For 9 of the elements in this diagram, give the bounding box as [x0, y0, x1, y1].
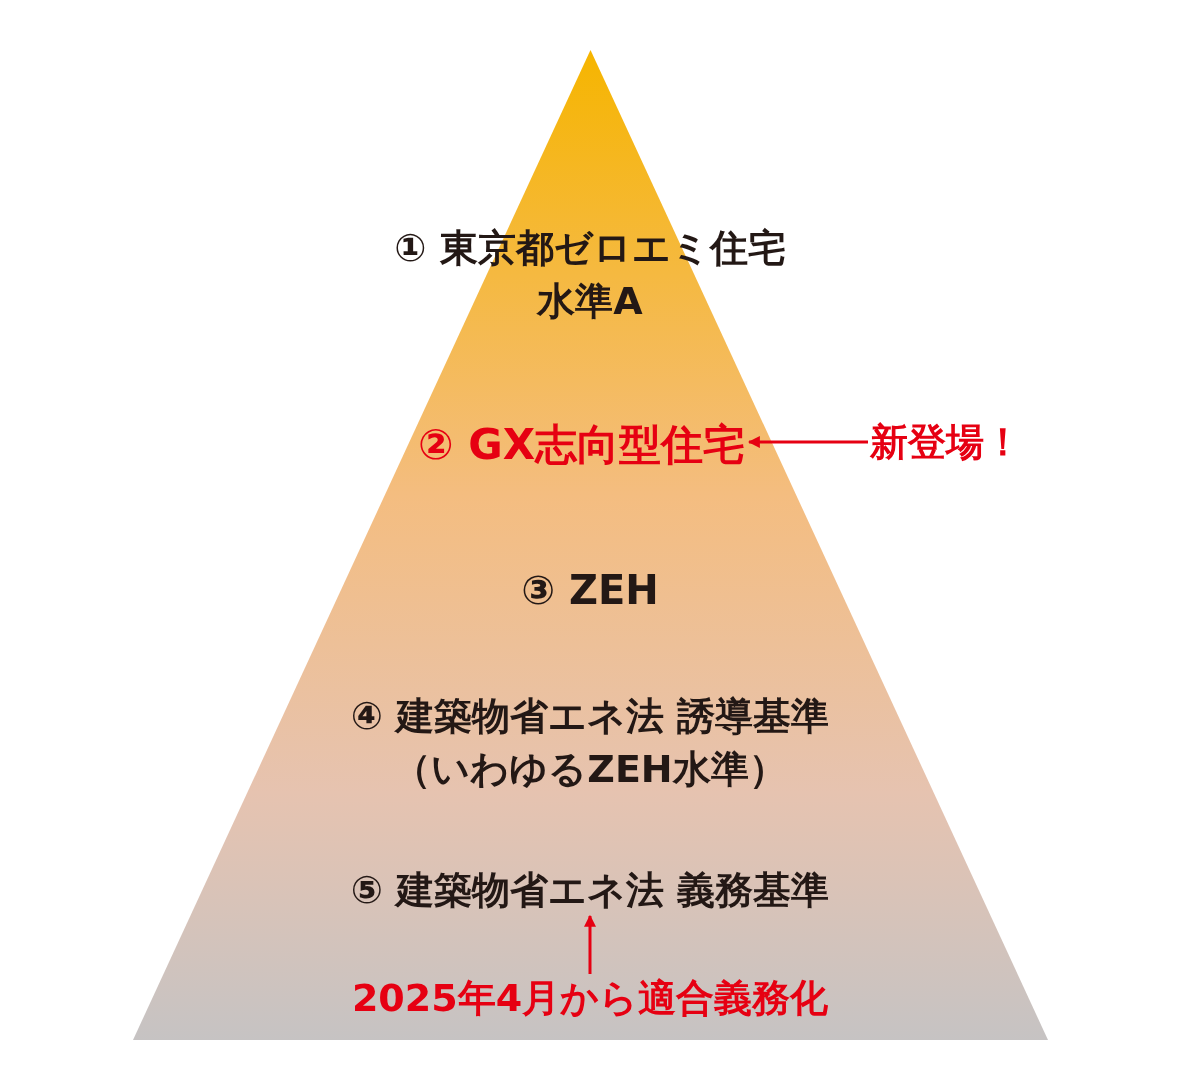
level-label: ② GX志向型住宅 [418, 419, 747, 471]
level-note: （いわゆるZEH水準） [392, 746, 788, 794]
arrow [747, 436, 868, 448]
level-label: ⑤ 建築物省エネ法 義務基準 [349, 867, 831, 914]
level-label: 2025年4月から適合義務化 [350, 975, 830, 1022]
level-label: 新登場！ [870, 419, 1023, 466]
level-label: ③ ZEH [520, 566, 660, 615]
arrow [584, 914, 596, 974]
level-label: ④ 建築物省エネ法 誘導基準 [349, 693, 831, 740]
